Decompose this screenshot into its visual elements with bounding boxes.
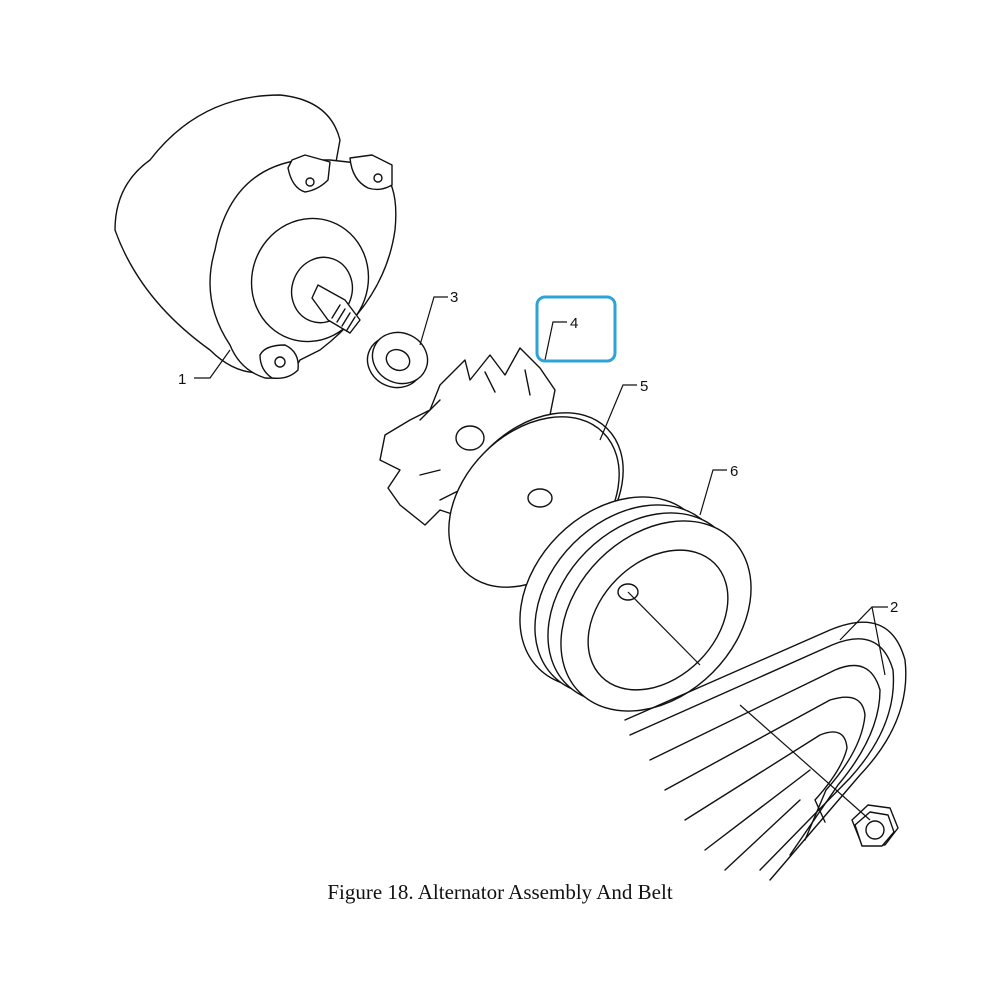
callout-6: 6 xyxy=(730,463,738,480)
leader-3 xyxy=(419,296,448,346)
center-axis-line-lower xyxy=(739,704,871,821)
callout-3: 3 xyxy=(450,289,458,306)
center-axis-line xyxy=(627,591,701,666)
figure-caption: Figure 18. Alternator Assembly And Belt xyxy=(327,880,673,904)
callout-4: 4 xyxy=(570,315,578,332)
leader-5 xyxy=(599,384,637,441)
leader-6 xyxy=(699,469,727,516)
callout-4-highlight-box xyxy=(535,295,617,363)
fan xyxy=(379,347,561,526)
leader-4 xyxy=(544,321,567,361)
leader-1 xyxy=(194,349,231,379)
belt xyxy=(624,621,907,881)
nut xyxy=(851,804,899,847)
alternator-body xyxy=(114,94,397,380)
callout-5: 5 xyxy=(640,378,648,395)
callout-1: 1 xyxy=(178,371,186,388)
callout-2: 2 xyxy=(890,599,898,616)
spacer-bushing xyxy=(366,331,429,389)
leader-2 xyxy=(839,606,888,676)
